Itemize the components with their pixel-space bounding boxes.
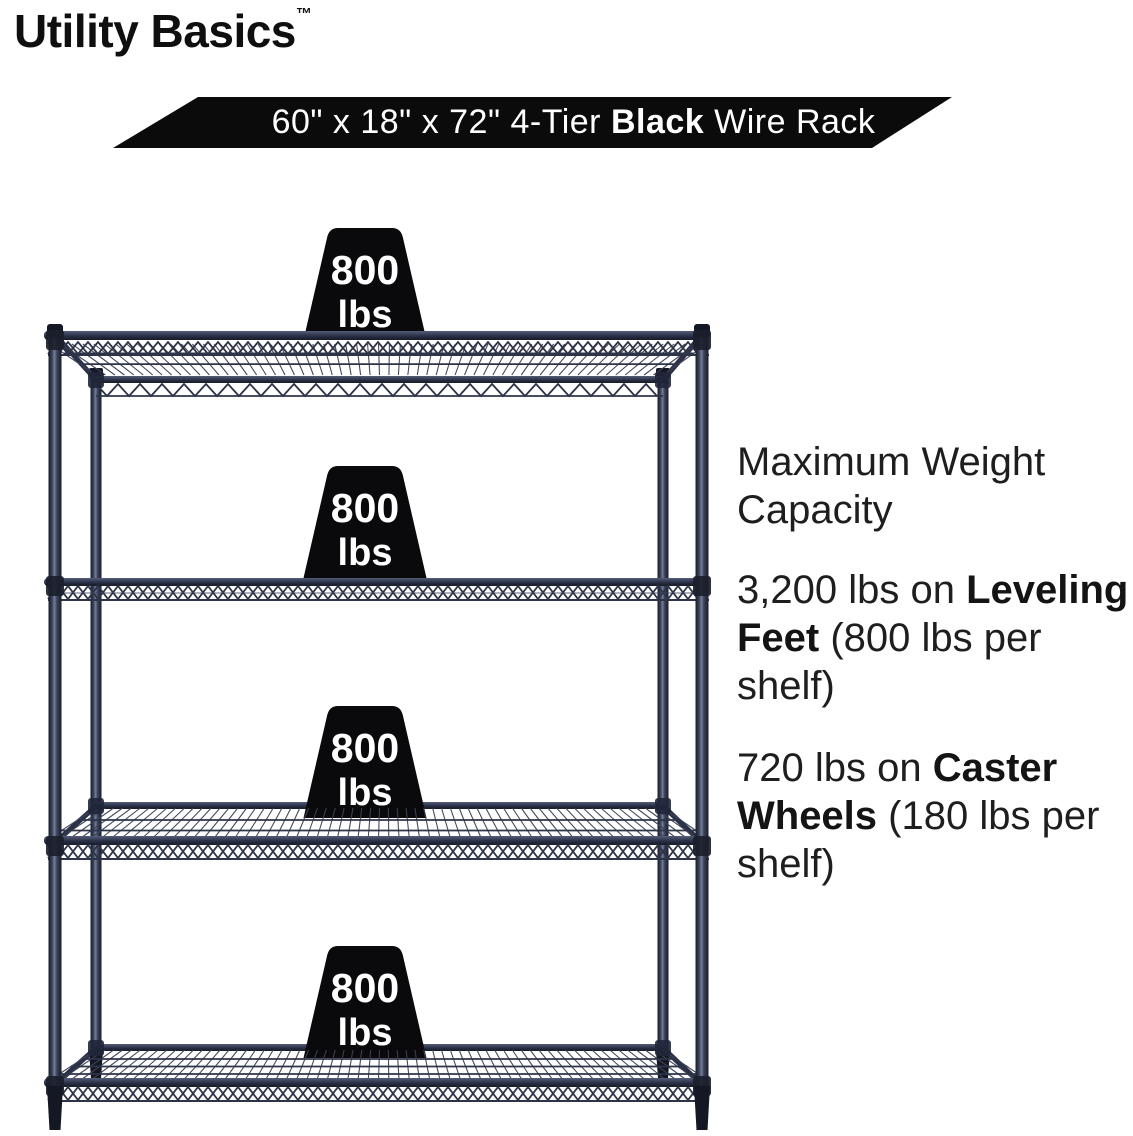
capacity-item-leveling-feet: 3,200 lbs on Leveling Feet (800 lbs per … — [737, 566, 1133, 710]
item-bold: Leveling Feet — [737, 568, 1129, 660]
badge-value: 800 — [331, 247, 399, 293]
weight-badge-shape — [303, 706, 427, 818]
badge-unit: lbs — [338, 772, 393, 814]
product-title-suffix: Wire Rack — [704, 103, 876, 141]
brand-name: Utility Basics — [14, 5, 296, 57]
brand-trademark: ™ — [295, 6, 312, 23]
product-title-banner: 60" x 18" x 72" 4-Tier Black Wire Rack — [113, 97, 952, 148]
item-suffix: (180 lbs per shelf) — [737, 794, 1100, 886]
badge-unit: lbs — [338, 294, 393, 336]
product-title-prefix: 60" x 18" x 72" 4-Tier — [271, 103, 611, 141]
weight-badge: 800 lbs — [303, 228, 427, 340]
capacity-info: Maximum Weight Capacity 3,200 lbs on Lev… — [737, 438, 1133, 922]
weight-badge-shape — [303, 466, 427, 578]
item-bold: Caster Wheels — [737, 746, 1058, 838]
item-prefix: 3,200 lbs on — [737, 568, 967, 612]
weight-badge: 800 lbs — [303, 946, 427, 1058]
item-suffix: (800 lbs per shelf) — [737, 616, 1042, 708]
badge-value: 800 — [331, 485, 399, 531]
badge-value: 800 — [331, 725, 399, 771]
product-title: 60" x 18" x 72" 4-Tier Black Wire Rack — [272, 97, 876, 148]
badge-value: 800 — [331, 965, 399, 1011]
capacity-item-caster-wheels: 720 lbs on Caster Wheels (180 lbs per sh… — [737, 744, 1133, 888]
weight-badge: 800 lbs — [303, 706, 427, 818]
wire-rack-front-structure — [44, 324, 711, 1130]
item-prefix: 720 lbs on — [737, 746, 933, 790]
product-title-color: Black — [610, 103, 705, 141]
badge-unit: lbs — [338, 1012, 393, 1054]
capacity-heading: Maximum Weight Capacity — [737, 440, 1046, 532]
weight-badge-shape — [303, 228, 427, 340]
weight-badge: 800 lbs — [303, 466, 427, 578]
weight-badge-shape — [303, 946, 427, 1058]
badge-unit: lbs — [338, 532, 393, 574]
brand-logo: Utility Basics™ — [14, 4, 312, 58]
